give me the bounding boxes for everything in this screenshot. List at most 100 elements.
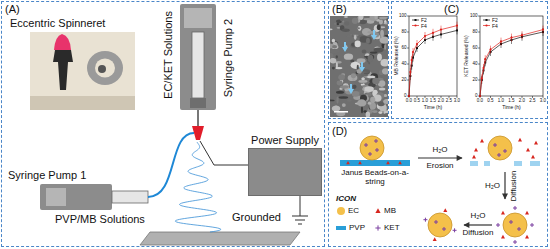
sem-grain bbox=[379, 88, 385, 91]
tick-label: 80 bbox=[472, 30, 477, 35]
ket-molecule bbox=[509, 220, 513, 224]
sem-grain bbox=[377, 24, 381, 30]
figure-label: Diffusion bbox=[510, 171, 518, 202]
tick-label: 2.5 bbox=[446, 99, 452, 104]
process-arrow bbox=[418, 157, 462, 158]
mb-molecule bbox=[474, 148, 478, 152]
figure-label: Janus Beads-on-a-string bbox=[335, 169, 415, 187]
sem-grain bbox=[384, 20, 387, 23]
error-bar bbox=[511, 34, 512, 42]
sem-grain bbox=[344, 16, 348, 18]
sem-grain bbox=[352, 85, 356, 89]
sem-grain bbox=[372, 110, 378, 113]
mb-molecule bbox=[518, 138, 522, 142]
mb-molecule bbox=[525, 211, 529, 215]
legend-text: KET bbox=[384, 224, 400, 232]
plot-frame bbox=[480, 16, 543, 96]
data-marker bbox=[409, 71, 411, 73]
sem-grain bbox=[335, 67, 342, 69]
ket-molecule bbox=[434, 220, 438, 224]
axis-title: KET Released (%) bbox=[464, 35, 469, 76]
sem-grain bbox=[368, 55, 374, 63]
sem-grain bbox=[384, 22, 387, 24]
sem-grain bbox=[338, 96, 348, 99]
sem-arrow bbox=[371, 30, 377, 40]
tick-mark bbox=[449, 96, 450, 98]
sem-grain bbox=[352, 34, 354, 37]
data-marker bbox=[456, 25, 458, 27]
mb-molecule bbox=[375, 208, 380, 213]
pvp-fragment bbox=[484, 161, 490, 166]
pump-clamp bbox=[190, 98, 206, 108]
tick-label: 3.0 bbox=[540, 99, 546, 104]
fiber-jet bbox=[175, 142, 220, 232]
tick-mark bbox=[478, 80, 480, 81]
ket-molecule bbox=[375, 148, 379, 152]
sem-grain bbox=[372, 78, 379, 84]
tick-mark bbox=[433, 96, 434, 98]
mb-molecule bbox=[346, 161, 350, 164]
data-marker bbox=[440, 29, 442, 31]
sem-grain bbox=[352, 78, 354, 81]
ket-molecule bbox=[517, 227, 521, 231]
error-bar bbox=[441, 26, 442, 34]
ket-molecule bbox=[442, 227, 446, 231]
sem-grain bbox=[357, 99, 366, 106]
error-bar bbox=[417, 40, 418, 48]
error-bar bbox=[425, 32, 426, 40]
figure-label: Syringe Pump 1 bbox=[8, 170, 86, 181]
sem-grain bbox=[374, 16, 377, 20]
ket-molecule bbox=[530, 223, 534, 227]
data-marker bbox=[521, 34, 523, 36]
photo-table bbox=[30, 96, 135, 110]
tick-label: 0.5 bbox=[487, 99, 493, 104]
sem-grain bbox=[337, 80, 343, 85]
pvp-fragment bbox=[514, 161, 522, 166]
power-supply-box: Power Supply bbox=[248, 148, 322, 196]
tick-label: 100 bbox=[470, 14, 478, 19]
syringe-pump bbox=[40, 184, 112, 210]
eccentric-core bbox=[98, 65, 106, 73]
panel-label: (A) bbox=[5, 4, 20, 15]
ket-molecule bbox=[503, 149, 507, 153]
tick-label: 0.0 bbox=[406, 99, 412, 104]
error-bar bbox=[522, 31, 523, 39]
ground-wire bbox=[300, 196, 301, 216]
figure-label: H₂O bbox=[432, 146, 447, 154]
box-heading: Power Supply bbox=[251, 135, 319, 146]
sem-grain bbox=[363, 18, 373, 20]
data-marker bbox=[500, 41, 502, 43]
tick-label: 3.0 bbox=[454, 99, 460, 104]
tick-mark bbox=[478, 48, 480, 49]
tick-mark bbox=[478, 32, 480, 33]
process-arrow bbox=[464, 224, 492, 225]
tick-label: 60 bbox=[401, 46, 406, 51]
sem-grain bbox=[344, 53, 353, 59]
tick-mark bbox=[407, 80, 409, 81]
sem-grain bbox=[368, 102, 371, 105]
tick-mark bbox=[425, 96, 426, 98]
tick-mark bbox=[490, 96, 491, 98]
tick-label: 0.5 bbox=[414, 99, 420, 104]
release-curve bbox=[480, 32, 543, 96]
collector-plate bbox=[140, 232, 300, 245]
sem-grain bbox=[370, 52, 378, 54]
sem-grain bbox=[366, 38, 370, 44]
sem-grain bbox=[386, 18, 388, 21]
sem-grain bbox=[361, 71, 368, 76]
legend-text: F4 bbox=[421, 23, 427, 28]
legend-text: F2 bbox=[421, 18, 427, 23]
sem-grain bbox=[330, 99, 335, 101]
error-bar bbox=[457, 22, 458, 30]
tick-mark bbox=[417, 96, 418, 98]
legend-text: PVP bbox=[349, 224, 365, 232]
feed-tube bbox=[148, 133, 194, 197]
ket-molecule bbox=[364, 143, 368, 147]
sem-grain bbox=[379, 37, 388, 44]
ket-molecule bbox=[493, 143, 497, 147]
mb-molecule bbox=[443, 208, 447, 212]
sem-grain bbox=[367, 76, 375, 79]
sem-grain bbox=[383, 99, 388, 104]
sem-grain bbox=[347, 99, 352, 102]
